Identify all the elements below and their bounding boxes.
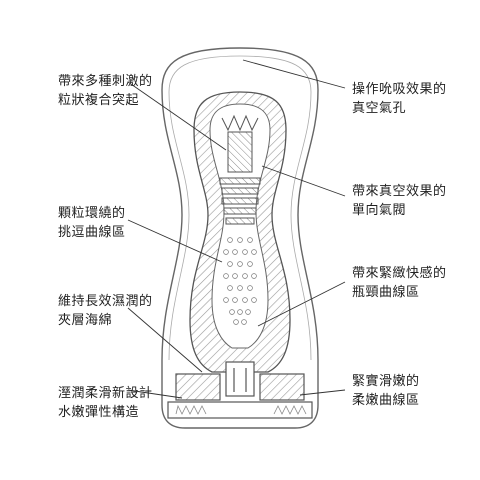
label-bottleneck-curve: 帶來緊緻快感的 瓶頸曲線區 [352, 264, 447, 302]
leader-soft-structure [127, 389, 183, 399]
label-line: 瓶頸曲線區 [352, 285, 420, 300]
label-line: 維持長效濕潤的 [58, 294, 153, 309]
leader-lines [127, 59, 346, 399]
label-line: 顆粒環繞的 [58, 206, 126, 221]
label-line: 粒狀複合突起 [58, 93, 140, 108]
label-line: 操作吮吸效果的 [352, 82, 447, 97]
leader-one-way-valve [261, 165, 346, 197]
label-sponge: 維持長效濕潤的 夾層海綿 [58, 292, 153, 330]
label-vacuum-hole: 操作吮吸效果的 真空氣孔 [352, 80, 447, 118]
leader-texture-particles [127, 81, 227, 151]
label-line: 夾層海綿 [58, 313, 113, 328]
label-line: 真空氣孔 [352, 101, 407, 116]
ring-ridges [219, 177, 261, 225]
base-housing [167, 361, 313, 419]
label-line: 帶來緊緻快感的 [352, 266, 447, 281]
leader-vacuum-hole [242, 59, 346, 89]
label-texture-particles: 帶來多種刺激的 粒狀複合突起 [58, 72, 153, 110]
leader-sponge [127, 307, 203, 373]
label-soft-structure: 溼潤柔滑新設計 水嫩彈性構造 [58, 384, 153, 422]
leader-tender-curve [299, 389, 346, 396]
leader-ring-curve [127, 219, 223, 263]
label-tender-curve: 緊實滑嫩的 柔嫩曲線區 [352, 372, 420, 410]
top-spikes [221, 114, 259, 173]
label-ring-curve: 顆粒環繞的 挑逗曲線區 [58, 204, 126, 242]
label-one-way-valve: 帶來真空效果的 單向氣閥 [352, 182, 447, 220]
label-line: 溼潤柔滑新設計 [58, 386, 153, 401]
dot-texture [223, 237, 257, 325]
label-line: 挑逗曲線區 [58, 225, 126, 240]
label-line: 帶來多種刺激的 [58, 74, 153, 89]
leader-bottleneck-curve [257, 281, 346, 327]
inner-channel [209, 103, 271, 349]
outer-cup [161, 47, 319, 429]
outer-cup-inner-line-left [168, 55, 241, 361]
label-line: 單向氣閥 [352, 203, 407, 218]
label-line: 緊實滑嫩的 [352, 374, 420, 389]
outer-cup-inner-line [239, 55, 312, 361]
label-line: 柔嫩曲線區 [352, 393, 420, 408]
label-line: 帶來真空效果的 [352, 184, 447, 199]
label-line: 水嫩彈性構造 [58, 405, 140, 420]
